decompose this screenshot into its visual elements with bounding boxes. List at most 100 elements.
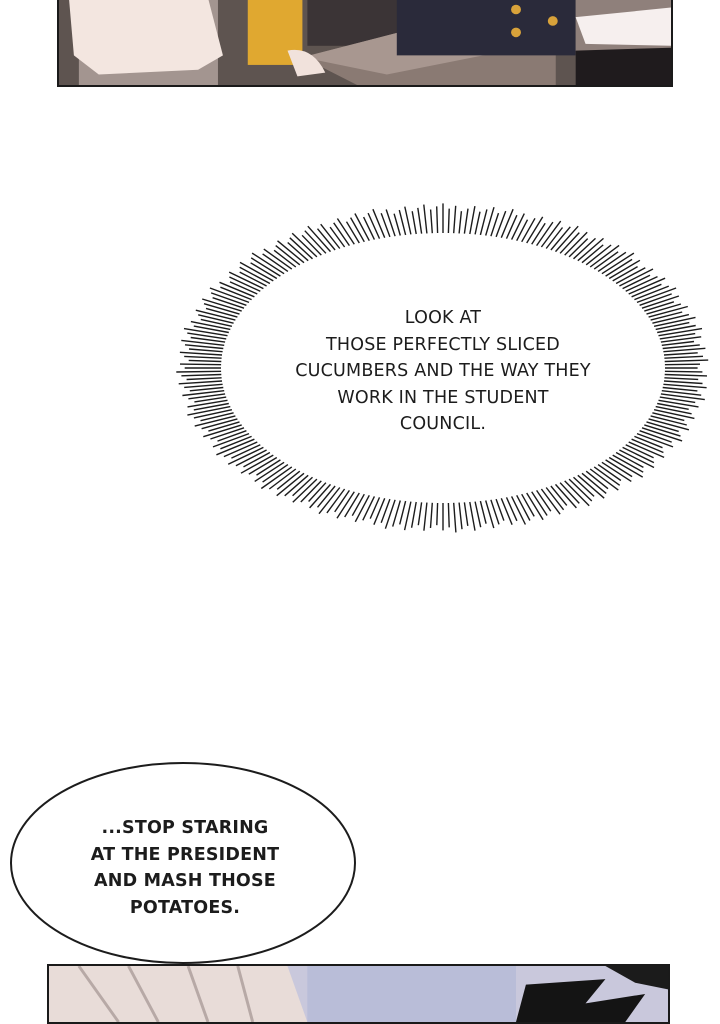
thought-bubble-spike — [655, 405, 692, 415]
thought-bubble-spike — [273, 249, 297, 268]
thought-bubble-spike — [664, 355, 704, 359]
top-panel-illustration — [59, 0, 671, 85]
thought-bubble-spike — [619, 268, 654, 287]
thought-bubble-spike — [309, 483, 332, 509]
thought-bubble-spike — [597, 251, 627, 272]
thought-bubble-spike — [239, 261, 274, 282]
thought-bubble-spike — [423, 204, 428, 234]
thought-bubble-spike — [201, 298, 242, 312]
thought-bubble-spike — [634, 435, 663, 449]
thought-bubble-spike — [601, 252, 635, 275]
thought-bubble-spike — [660, 393, 705, 401]
thought-bubble-spike — [212, 432, 250, 448]
thought-bubble-spike — [263, 248, 293, 270]
thought-bubble-spike — [256, 459, 281, 476]
thought-bubble-spike — [223, 441, 258, 458]
thought-bubble-spike — [628, 277, 666, 295]
thought-bubble-spike — [589, 244, 620, 268]
thought-bubble-spike — [601, 461, 632, 482]
thought-bubble-spike — [458, 502, 463, 530]
thought-bubble-spike — [429, 209, 433, 234]
thought-bubble-spike — [254, 461, 285, 482]
thought-bubble-spike — [184, 355, 222, 359]
thought-bubble-spike — [585, 244, 612, 266]
thought-bubble-spike — [186, 377, 222, 381]
thought-bubble-spike — [490, 212, 500, 237]
thought-bubble-spike — [243, 451, 271, 468]
thought-bubble-spike — [661, 340, 695, 346]
thought-bubble-spike — [205, 307, 238, 318]
thought-bubble-spike — [354, 494, 370, 523]
thought-bubble-spike — [181, 339, 225, 346]
thought-bubble-spike — [631, 438, 664, 454]
thought-bubble-spike — [193, 325, 229, 334]
thought-bubble-spike — [657, 402, 689, 410]
thought-bubble-spike — [650, 415, 687, 426]
thought-bubble-spike — [392, 500, 401, 527]
thought-bubble-spike — [231, 444, 261, 459]
thought-bubble-spike — [183, 327, 228, 337]
thought-bubble-spike — [203, 424, 242, 438]
thought-bubble-spike — [581, 244, 604, 264]
thought-bubble-spike — [212, 297, 245, 309]
thought-bubble-spike — [510, 213, 525, 240]
thought-bubble-spike — [209, 287, 250, 304]
thought-bubble-spike — [181, 373, 222, 377]
thought-bubble-spike — [393, 213, 401, 236]
thought-bubble-spike — [188, 348, 223, 353]
thought-bubble-spike — [404, 206, 412, 235]
thought-bubble-spike — [628, 441, 665, 459]
thought-bubble-spike — [250, 257, 281, 277]
thought-bubble-spike — [644, 301, 675, 312]
thought-bubble-spike — [650, 311, 683, 321]
thought-bubble-spike — [510, 496, 527, 525]
thought-bubble-spike — [198, 314, 234, 324]
thought-bubble-spike — [262, 253, 289, 272]
thought-bubble-spike — [284, 474, 309, 497]
speech-line: ...STOP STARING — [101, 818, 269, 838]
thought-bubble-spike — [641, 427, 683, 442]
thought-bubble-spike — [187, 399, 228, 408]
thought-bubble-spike — [251, 252, 285, 275]
thought-bubble-spike — [210, 427, 245, 440]
thought-bubble-spike — [372, 208, 386, 238]
thought-bubble-spike — [190, 320, 231, 331]
thought-bubble-spike — [625, 444, 654, 459]
thought-bubble-spike — [307, 225, 332, 253]
speech-line: AT THE PRESIDENT — [90, 844, 280, 865]
thought-bubble-spike — [662, 344, 700, 350]
thought-bubble-spike — [193, 409, 233, 419]
thought-bubble-spike — [581, 472, 607, 494]
thought-bubble-spike — [612, 454, 644, 473]
thought-bubble-spike — [385, 209, 396, 237]
thought-bubble-spike — [573, 476, 595, 497]
thought-bubble-spike — [260, 466, 293, 490]
thought-bubble-spike — [485, 207, 495, 236]
thought-bubble-spike — [564, 231, 588, 256]
thought-bubble-spike — [362, 496, 376, 521]
thought-bubble-spike — [658, 399, 699, 408]
thought-bubble-spike — [399, 500, 407, 525]
thought-bubble-spike — [187, 332, 227, 340]
thought-bubble-spike — [662, 386, 698, 392]
thought-bubble-spike — [485, 500, 495, 529]
thought-bubble-spike — [550, 485, 568, 506]
thought-bubble-spike — [639, 293, 672, 306]
thought-bubble-spike — [398, 209, 407, 236]
thought-bubble-spike — [292, 476, 313, 497]
thought-bubble — [176, 203, 709, 533]
thought-bubble-spike — [652, 313, 690, 324]
thought-bubble-spike — [276, 472, 305, 497]
thought-bubble-spike — [367, 212, 381, 239]
thought-bubble-spike — [559, 232, 580, 254]
thought-bubble-spike — [625, 275, 658, 292]
thought-bubble-spike — [239, 271, 267, 287]
thought-bubble-spike — [301, 234, 322, 256]
thought-bubble-spike — [619, 449, 655, 469]
speech-line: AND MASH THOSE — [94, 871, 276, 891]
thought-bubble-spike — [469, 501, 476, 531]
thought-bubble-spike — [193, 402, 229, 411]
thought-bubble-spike — [521, 217, 536, 243]
thought-bubble-spike — [287, 241, 309, 262]
thought-bubble-spike — [500, 208, 514, 238]
